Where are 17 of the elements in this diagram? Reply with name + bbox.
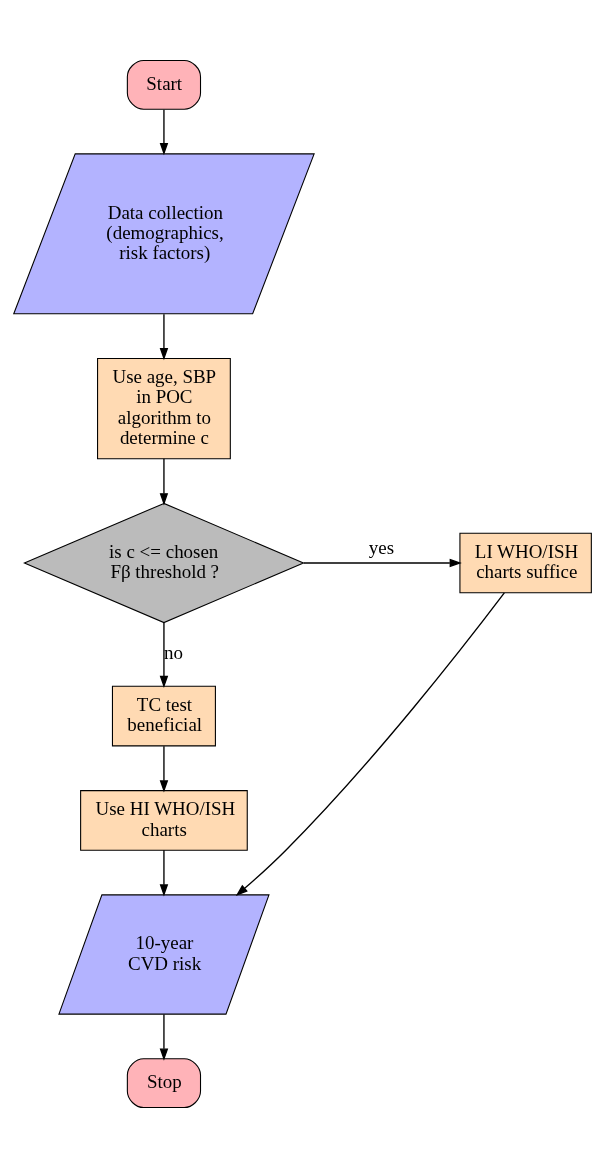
arrow bbox=[159, 1013, 169, 1061]
arrow bbox=[159, 108, 169, 155]
arrow bbox=[159, 621, 169, 688]
arrow bbox=[235, 591, 505, 896]
node-box: Start bbox=[126, 59, 202, 110]
node-box: Use HI WHO/ISH charts bbox=[80, 789, 248, 851]
node-diamond: is c <= chosen Fβ threshold ? bbox=[23, 502, 305, 623]
edge-label: yes bbox=[368, 536, 395, 558]
arrow bbox=[159, 312, 169, 360]
node-box: Use age, SBP in POC algorithm to determine c bbox=[97, 357, 231, 459]
arrow bbox=[303, 558, 462, 567]
node-box: Stop bbox=[126, 1057, 202, 1108]
arrow bbox=[159, 849, 169, 896]
arrow bbox=[159, 745, 169, 792]
node-box: LI WHO/ISH charts suffice bbox=[459, 532, 592, 593]
arrow bbox=[159, 457, 169, 505]
node-box: TC test beneficial bbox=[111, 685, 216, 746]
